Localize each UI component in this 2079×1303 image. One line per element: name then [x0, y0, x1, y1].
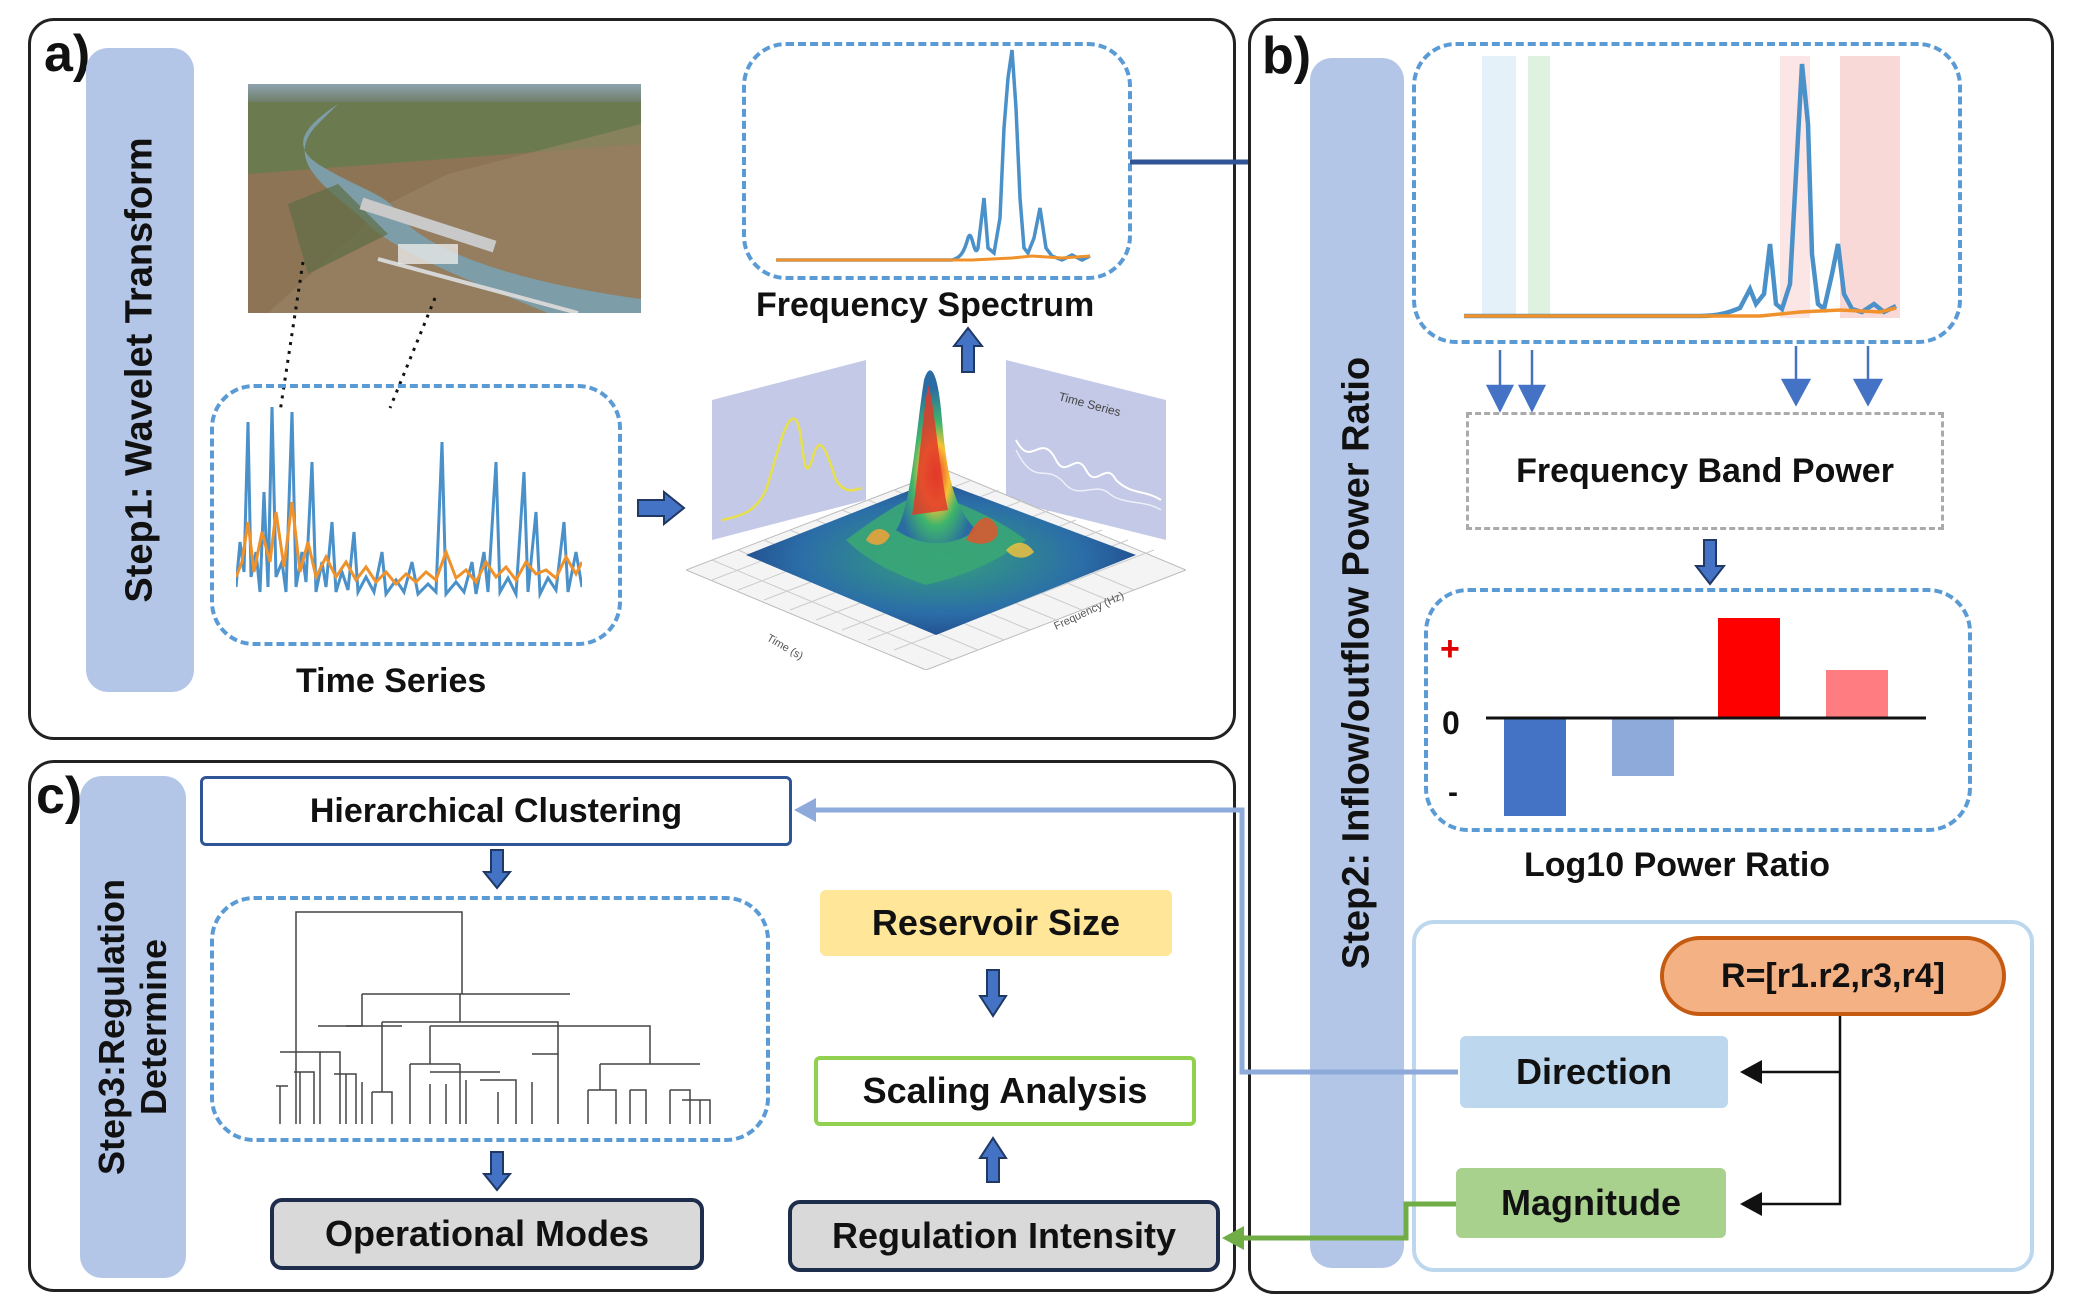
scaling-analysis-box: Scaling Analysis — [814, 1056, 1196, 1126]
reservoir-size-box: Reservoir Size — [820, 890, 1172, 956]
direction-to-clustering-arrow — [810, 807, 1458, 1075]
panel-b-letter: b) — [1262, 27, 1312, 85]
frequency-spectrum-plot — [776, 49, 1091, 262]
frequency-spectrum-label: Frequency Spectrum — [756, 286, 1095, 324]
power-ratio-box — [1424, 588, 1972, 832]
magnitude-to-intensity-arrow — [1240, 1201, 1456, 1241]
magnitude-box: Magnitude — [1456, 1168, 1726, 1238]
step1-bar: Step1: Wavelet Transform — [86, 48, 194, 692]
zero-label: 0 — [1442, 705, 1460, 741]
wavelet-surface-plot: Time Series Time (s) Frequency (Hz) — [686, 360, 1186, 670]
minus-sign: - — [1448, 776, 1458, 809]
step3-bar: Step3:Regulation Determine — [80, 776, 186, 1278]
down-block-arrow-icon — [1694, 539, 1726, 586]
ratio-bar-4 — [1826, 670, 1888, 718]
regulation-intensity-box: Regulation Intensity — [788, 1200, 1220, 1272]
band-4-highlight — [1840, 56, 1900, 318]
dendrogram-box — [210, 896, 770, 1142]
up-block-arrow-icon — [952, 326, 984, 373]
time-series-label: Time Series — [296, 662, 487, 700]
r-vector-oval: R=[r1.r2,r3,r4] — [1660, 936, 2006, 1016]
power-ratio-label: Log10 Power Ratio — [1524, 846, 1831, 884]
reservoir-aerial-photo — [248, 84, 641, 313]
frequency-band-power-box: Frequency Band Power — [1466, 412, 1944, 530]
time-series-box — [210, 384, 622, 646]
down-block-arrow-icon — [978, 969, 1008, 1018]
plus-sign: + — [1440, 630, 1460, 668]
hierarchical-clustering-box: Hierarchical Clustering — [200, 776, 792, 846]
panel-a-letter: a) — [44, 25, 91, 83]
direction-box: Direction — [1460, 1036, 1728, 1108]
up-block-arrow-icon — [978, 1136, 1008, 1183]
down-block-arrow-icon — [482, 849, 512, 890]
ratio-decomposition-frame — [1412, 920, 2034, 1272]
panel-c-letter: c) — [36, 767, 83, 825]
dendrogram-plot — [276, 911, 711, 1124]
step2-bar: Step2: Inflow/outflow Power Ratio — [1310, 58, 1404, 1268]
ratio-bar-1 — [1504, 718, 1566, 816]
band-1-highlight — [1482, 56, 1516, 318]
power-ratio-bar-chart: + 0 - — [1440, 618, 1926, 816]
down-block-arrow-icon — [482, 1151, 512, 1192]
band-spectrum-box — [1412, 42, 1962, 344]
right-block-arrow-icon — [637, 490, 686, 526]
operational-modes-box: Operational Modes — [270, 1198, 704, 1270]
band-spectrum-plot — [1464, 56, 1900, 319]
ratio-bar-3 — [1718, 618, 1780, 718]
ratio-bar-2 — [1612, 718, 1674, 776]
band-2-highlight — [1528, 56, 1550, 318]
time-series-plot — [236, 406, 582, 600]
